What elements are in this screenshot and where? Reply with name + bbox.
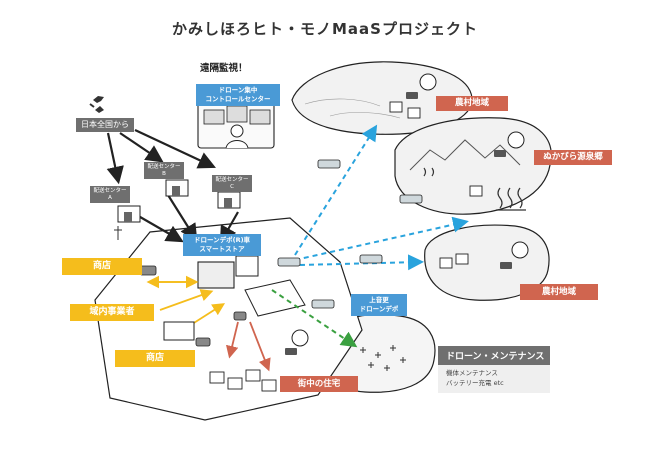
ground-route [271, 289, 358, 348]
remote-monitoring-label: 遠隔監視！ [200, 63, 248, 74]
delivery-center-b-label: 配送センター B [144, 162, 184, 180]
farm-right-label: 農村地域 [520, 284, 598, 300]
tower-icon [114, 226, 122, 240]
delivery-center-a-building [117, 205, 141, 223]
kamishihoro-depot-label: 上音更 ドローンデポ [351, 294, 407, 316]
maintenance-details: 機体メンテナンス バッテリー充電 etc [438, 365, 550, 393]
control-center [197, 99, 275, 149]
shop-label-bottom: 商店 [115, 350, 195, 367]
business-label: 域内事業者 [70, 304, 154, 321]
delivery-center-c-building [217, 191, 241, 209]
tablet-icon [285, 92, 512, 355]
drone-routes [294, 124, 469, 271]
japan-map-icon [89, 96, 104, 113]
delivery-center-b-building [165, 179, 189, 197]
delivery-center-c-label: 配送センター C [212, 175, 252, 193]
maintenance-box: ドローン・メンテナンス 機体メンテナンス バッテリー充電 etc [438, 346, 550, 393]
home-routes [225, 321, 271, 372]
drone-icon [277, 159, 423, 309]
homes-label: 街中の住宅 [280, 376, 358, 392]
control-center-label: ドローン集中 コントロールセンター [196, 84, 280, 106]
truck-icon [139, 265, 247, 347]
drone-fleet [360, 345, 406, 371]
farm-top-label: 農村地域 [436, 96, 508, 111]
maintenance-title: ドローン・メンテナンス [438, 346, 550, 365]
depot-label: ドローンデポ(R)車 スマートストア [183, 234, 261, 256]
nukabira-label: ぬかびら源泉郷 [534, 150, 612, 165]
shop-label-top: 商店 [62, 258, 142, 275]
house-icon [209, 101, 483, 392]
business-building [163, 321, 195, 341]
source-label: 日本全国から [76, 118, 134, 132]
delivery-center-a-label: 配送センター A [90, 186, 130, 204]
operator-icon [230, 124, 244, 138]
page-title: かみしほろヒト・モノMaaSプロジェクト [172, 20, 478, 38]
operator-icon [291, 73, 529, 347]
shop-routes [146, 275, 226, 336]
depot-store [197, 255, 306, 317]
hot-spring-icon [423, 167, 526, 211]
